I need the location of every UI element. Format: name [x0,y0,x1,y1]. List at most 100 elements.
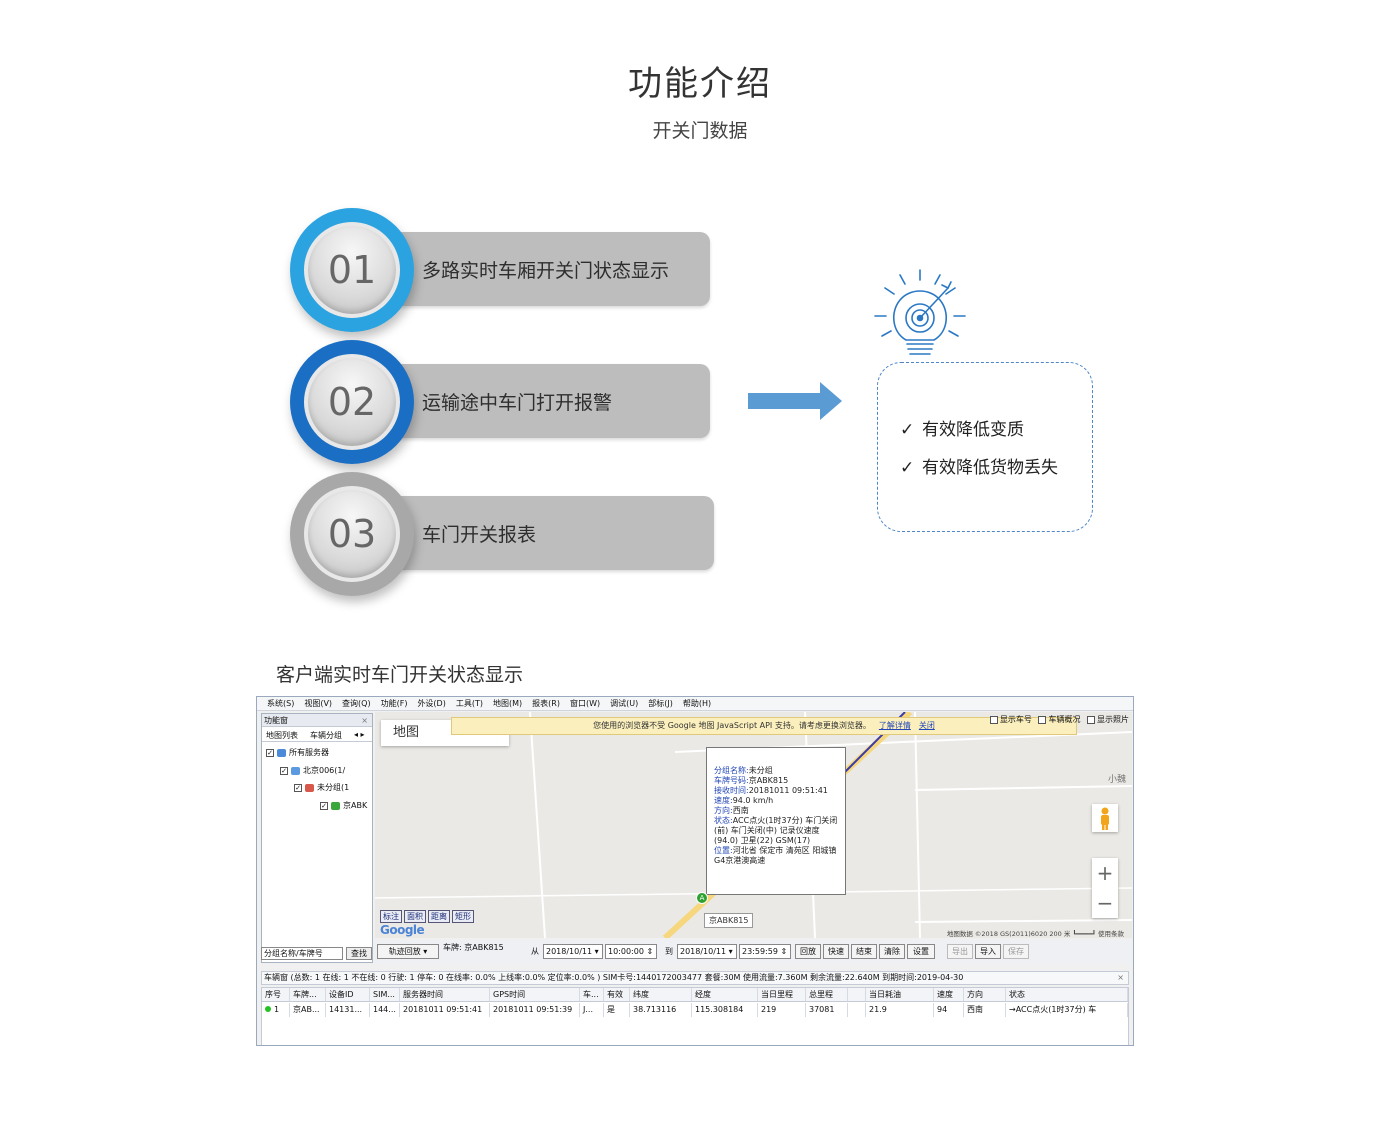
menu-bar: 系统(S) 视图(V) 查询(Q) 功能(F) 外设(D) 工具(T) 地图(M) 报表(R)… [257,697,1133,711]
tool-area-button[interactable]: 面积 [404,910,426,923]
search-type-select[interactable]: 分组名称/车牌号 [261,947,343,960]
google-logo: Google [380,923,425,937]
checkbox[interactable] [989,715,998,724]
server-icon [277,748,286,757]
fast-button[interactable]: 快速 [823,944,849,959]
map-options: 显示车号 车辆概况 显示照片 [989,714,1129,725]
menu-function[interactable]: 功能(F) [380,699,408,708]
page-title: 功能介绍 [628,64,772,104]
vehicle-marker-icon[interactable]: A [696,892,708,904]
checkbox[interactable]: ✓ [294,783,302,792]
checkbox[interactable]: ✓ [266,748,274,757]
feature-number: 01 [327,248,377,292]
export-button[interactable]: 导出 [947,944,973,959]
feature-label: 车门开关报表 [422,524,537,546]
clear-button[interactable]: 清除 [879,944,905,959]
tab-map-list[interactable]: 地图列表 [266,731,298,740]
map-place-label: 小魏 [1107,775,1126,785]
plate-label: 车牌: 京ABK815 [443,943,504,952]
checkbox[interactable]: ✓ [280,766,288,775]
check-icon: ✓ [900,458,915,478]
number-badge: 01 [290,208,414,332]
menu-view[interactable]: 视图(V) [304,699,333,708]
tab-vehicle-group[interactable]: 车辆分组 [310,731,342,740]
feature-label: 多路实时车厢开关门状态显示 [422,260,670,282]
settings-button[interactable]: 设置 [907,944,935,959]
menu-system[interactable]: 系统(S) [267,699,295,708]
client-app-screenshot: 系统(S) 视图(V) 查询(Q) 功能(F) 外设(D) 工具(T) 地图(M) 报表(R)… [256,696,1134,1046]
menu-standard[interactable]: 部标(J) [648,699,673,708]
menu-help[interactable]: 帮助(H) [682,699,712,708]
street-view-pegman-icon[interactable] [1092,804,1118,832]
result-text: 有效降低变质 [922,420,1024,440]
to-date-input[interactable]: 2018/10/11 ▾ [677,944,737,959]
group-icon [305,783,314,792]
learn-more-link[interactable]: 了解详情 [878,721,911,730]
result-text: 有效降低货物丢失 [922,458,1058,478]
tool-distance-button[interactable]: 距离 [428,910,450,923]
right-arrow-icon [748,382,842,420]
check-icon: ✓ [900,420,915,440]
vehicle-info-window: 分组名称:未分组 车牌号码:京ABK815 接收时间:20181011 09:5… [706,747,846,895]
from-label: 从 [531,947,539,956]
zoom-out-button[interactable]: − [1096,891,1114,915]
vehicle-table: 序号 车牌... 设备ID SIM... 服务器时间 GPS时间 车... 有效… [261,987,1129,1045]
number-badge: 02 [290,340,414,464]
feature-number: 02 [327,380,377,424]
panel-tabs: 地图列表 车辆分组 ◂ ▸ [262,728,372,742]
end-button[interactable]: 结束 [851,944,877,959]
map-view[interactable]: 地图 您使用的浏览器不受 Google 地图 JavaScript API 支持… [375,712,1132,938]
menu-debug[interactable]: 调试(U) [610,699,639,708]
playback-mode-select[interactable]: 轨迹回放 ▾ [377,944,439,959]
menu-report[interactable]: 报表(R) [532,699,560,708]
save-button[interactable]: 保存 [1003,944,1029,959]
info-line: 速度:94.0 km/h [714,796,774,805]
close-notice-link[interactable]: 关闭 [918,721,935,730]
feature-number: 03 [327,512,377,556]
close-icon[interactable]: × [1117,973,1124,982]
tree-item-ungrouped[interactable]: ✓未分组(1 [294,783,350,792]
menu-window[interactable]: 窗口(W) [569,699,601,708]
result-item-1: ✓ 有效降低变质 [900,415,1024,440]
menu-tools[interactable]: 工具(T) [455,699,483,708]
menu-map[interactable]: 地图(M) [492,699,523,708]
tab-scroll-arrows[interactable]: ◂ ▸ [354,730,365,739]
page-subtitle: 开关门数据 [652,120,748,142]
from-date-input[interactable]: 2018/10/11 ▾ [543,944,603,959]
info-line: 方向:西南 [714,806,749,815]
info-line: 状态:ACC点火(1时37分) 车门关闭(前) 车门关闭(中) 记录仪速度(94… [714,816,838,845]
zoom-control: + − [1092,858,1118,918]
online-status-icon [265,1006,271,1012]
tool-rectangle-button[interactable]: 矩形 [452,910,474,923]
from-time-input[interactable]: 10:00:00 ⇕ [605,944,657,959]
to-time-input[interactable]: 23:59:59 ⇕ [739,944,791,959]
tree-item-all-servers[interactable]: ✓所有服务器 [266,748,329,757]
feature-item-3: 车门开关报表 03 [290,472,730,602]
feature-item-1: 多路实时车厢开关门状态显示 01 [290,208,730,338]
menu-query[interactable]: 查询(Q) [342,699,371,708]
to-label: 到 [665,947,673,956]
checkbox[interactable]: ✓ [320,801,328,810]
tree-item-vehicle[interactable]: ✓京ABK [320,801,368,810]
playback-toolbar: 轨迹回放 ▾ 车牌: 京ABK815 从 2018/10/11 ▾ 10:00:… [375,940,1132,964]
table-row[interactable]: 1 京AB... 14131... 144... 20181011 09:51:… [262,1003,1128,1017]
search-button[interactable]: 查找 [346,947,372,960]
info-line: 车牌号码:京ABK815 [714,776,789,785]
checkbox[interactable] [1087,715,1095,724]
panel-search: 分组名称/车牌号 查找 [261,947,373,961]
monitor-icon [291,766,300,775]
checkbox[interactable] [1038,715,1047,724]
zoom-in-button[interactable]: + [1096,861,1114,885]
menu-device[interactable]: 外设(D) [417,699,446,708]
vehicle-window-status: 车辆窗 (总数: 1 在线: 1 不在线: 0 行驶: 1 停车: 0 在线率:… [261,971,1129,985]
tool-mark-button[interactable]: 标注 [380,910,402,923]
vehicle-marker-label: 京ABK815 [704,913,754,928]
target-bulb-icon [874,269,966,355]
replay-button[interactable]: 回放 [795,944,821,959]
close-icon[interactable]: × [361,716,368,725]
feature-label: 运输途中车门打开报警 [422,392,613,414]
import-button[interactable]: 导入 [975,944,1001,959]
map-tools: 标注面积距离矩形 [380,910,476,923]
tree-item-beijing[interactable]: ✓北京006(1/ [280,766,346,775]
result-item-2: ✓ 有效降低货物丢失 [900,453,1058,478]
